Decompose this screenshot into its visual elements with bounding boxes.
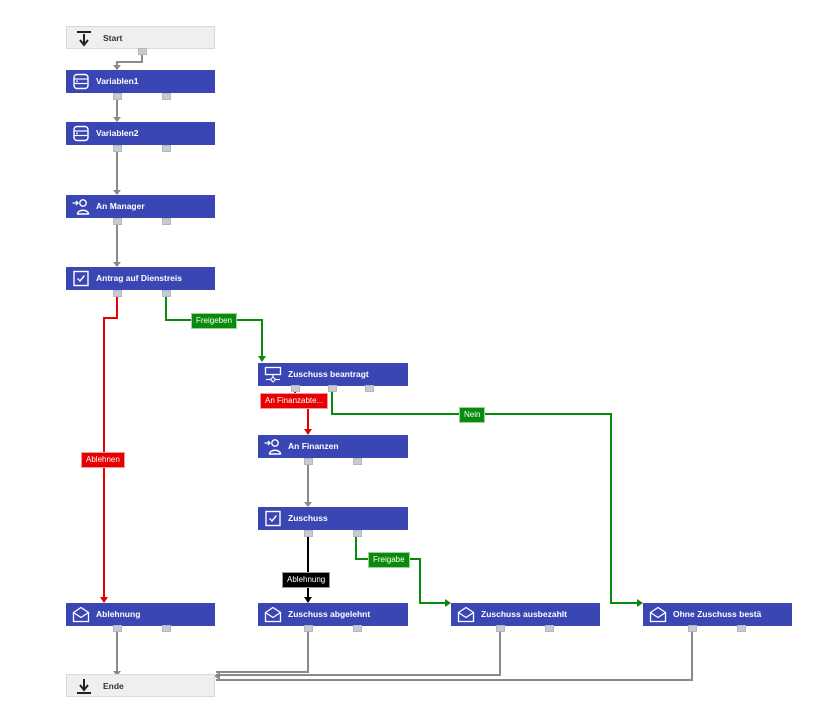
node-label: An Manager <box>96 201 145 211</box>
ablehnung-node[interactable]: Ablehnung <box>66 603 215 626</box>
output-port[interactable] <box>328 385 337 392</box>
default-connectors <box>116 55 693 681</box>
node-label: Zuschuss ausbezahlt <box>481 609 567 619</box>
start-node[interactable]: Start <box>66 26 215 49</box>
output-port[interactable] <box>162 290 171 297</box>
output-port[interactable] <box>162 145 171 152</box>
envelope-icon <box>264 606 282 623</box>
envelope-icon <box>72 606 90 623</box>
output-port[interactable] <box>113 625 122 632</box>
decision-flow-icon <box>264 366 282 383</box>
edge-label-freigeben[interactable]: Freigeben <box>191 313 238 329</box>
wire-ohne-zuschuss-ende[interactable] <box>216 630 693 681</box>
output-port[interactable] <box>162 218 171 225</box>
node-label: Zuschuss beantragt <box>288 369 369 379</box>
database-icon <box>73 125 89 142</box>
user-assign-icon <box>264 439 282 455</box>
default-arrowheads <box>113 65 312 680</box>
user-assign-icon <box>72 199 90 215</box>
manual-arrowheads <box>304 597 312 603</box>
an-manager-node[interactable]: An Manager <box>66 195 215 218</box>
output-port[interactable] <box>113 93 122 100</box>
approve-arrowheads <box>258 356 643 607</box>
zuschuss-ausbezahlt-node[interactable]: Zuschuss ausbezahlt <box>451 603 600 626</box>
variablen1-node[interactable]: Variablen1 <box>66 70 215 93</box>
node-label: Start <box>103 33 123 43</box>
output-port[interactable] <box>304 458 313 465</box>
output-port[interactable] <box>304 625 313 632</box>
output-port[interactable] <box>353 625 362 632</box>
node-label: An Finanzen <box>288 441 339 451</box>
zuschuss-abgelehnt-node[interactable]: Zuschuss abgelehnt <box>258 603 408 626</box>
envelope-icon <box>457 606 475 623</box>
checkbox-task-icon <box>265 510 281 527</box>
edge-label-ablehnen[interactable]: Ablehnen <box>81 452 125 468</box>
wire-beantragt-ohne-zuschuss[interactable] <box>331 390 638 604</box>
edge-label-an-finanzabteilung[interactable]: An Finanzabte... <box>260 393 329 409</box>
wire-zuschuss-ausbezahlt-ende[interactable] <box>216 630 501 676</box>
node-label: Zuschuss <box>288 513 328 523</box>
node-label: Ende <box>103 681 124 691</box>
edge-label-ablehnung[interactable]: Ablehnung <box>282 572 331 588</box>
envelope-icon <box>649 606 667 623</box>
node-label: Antrag auf Dienstreis <box>96 273 182 283</box>
an-finanzen-node[interactable]: An Finanzen <box>258 435 408 458</box>
output-port[interactable] <box>162 93 171 100</box>
output-port[interactable] <box>138 48 147 55</box>
wire-start-variablen1[interactable] <box>116 55 143 69</box>
output-port[interactable] <box>545 625 554 632</box>
reject-arrowheads <box>100 429 312 603</box>
edge-label-freigabe[interactable]: Freigabe <box>368 552 410 568</box>
output-port[interactable] <box>365 385 374 392</box>
variablen2-node[interactable]: Variablen2 <box>66 122 215 145</box>
output-port[interactable] <box>737 625 746 632</box>
output-port[interactable] <box>353 458 362 465</box>
output-port[interactable] <box>162 625 171 632</box>
output-port[interactable] <box>113 145 122 152</box>
wire-zuschuss-abgelehnt-ende[interactable] <box>216 630 309 673</box>
output-port[interactable] <box>353 530 362 537</box>
output-port[interactable] <box>304 530 313 537</box>
antrag-node[interactable]: Antrag auf Dienstreis <box>66 267 215 290</box>
output-port[interactable] <box>113 218 122 225</box>
zuschuss-node[interactable]: Zuschuss <box>258 507 408 530</box>
node-label: Variablen2 <box>96 128 139 138</box>
zuschuss-beantragt-node[interactable]: Zuschuss beantragt <box>258 363 408 386</box>
end-node[interactable]: Ende <box>66 674 215 697</box>
node-label: Zuschuss abgelehnt <box>288 609 371 619</box>
edge-label-nein[interactable]: Nein <box>459 407 486 423</box>
wire-antrag-ablehnung[interactable] <box>103 295 118 598</box>
output-port[interactable] <box>496 625 505 632</box>
arrow-down-to-line-icon <box>77 679 91 694</box>
output-port[interactable] <box>688 625 697 632</box>
output-port[interactable] <box>291 385 300 392</box>
node-label: Variablen1 <box>96 76 139 86</box>
arrow-down-to-line-icon <box>77 31 91 47</box>
database-icon <box>73 73 89 90</box>
ohne-zuschuss-node[interactable]: Ohne Zuschuss bestä <box>643 603 792 626</box>
node-label: Ablehnung <box>96 609 141 619</box>
checkbox-task-icon <box>73 270 89 287</box>
wire-zuschuss-ausbezahlt[interactable] <box>355 535 446 604</box>
node-label: Ohne Zuschuss bestä <box>673 609 762 619</box>
output-port[interactable] <box>113 290 122 297</box>
